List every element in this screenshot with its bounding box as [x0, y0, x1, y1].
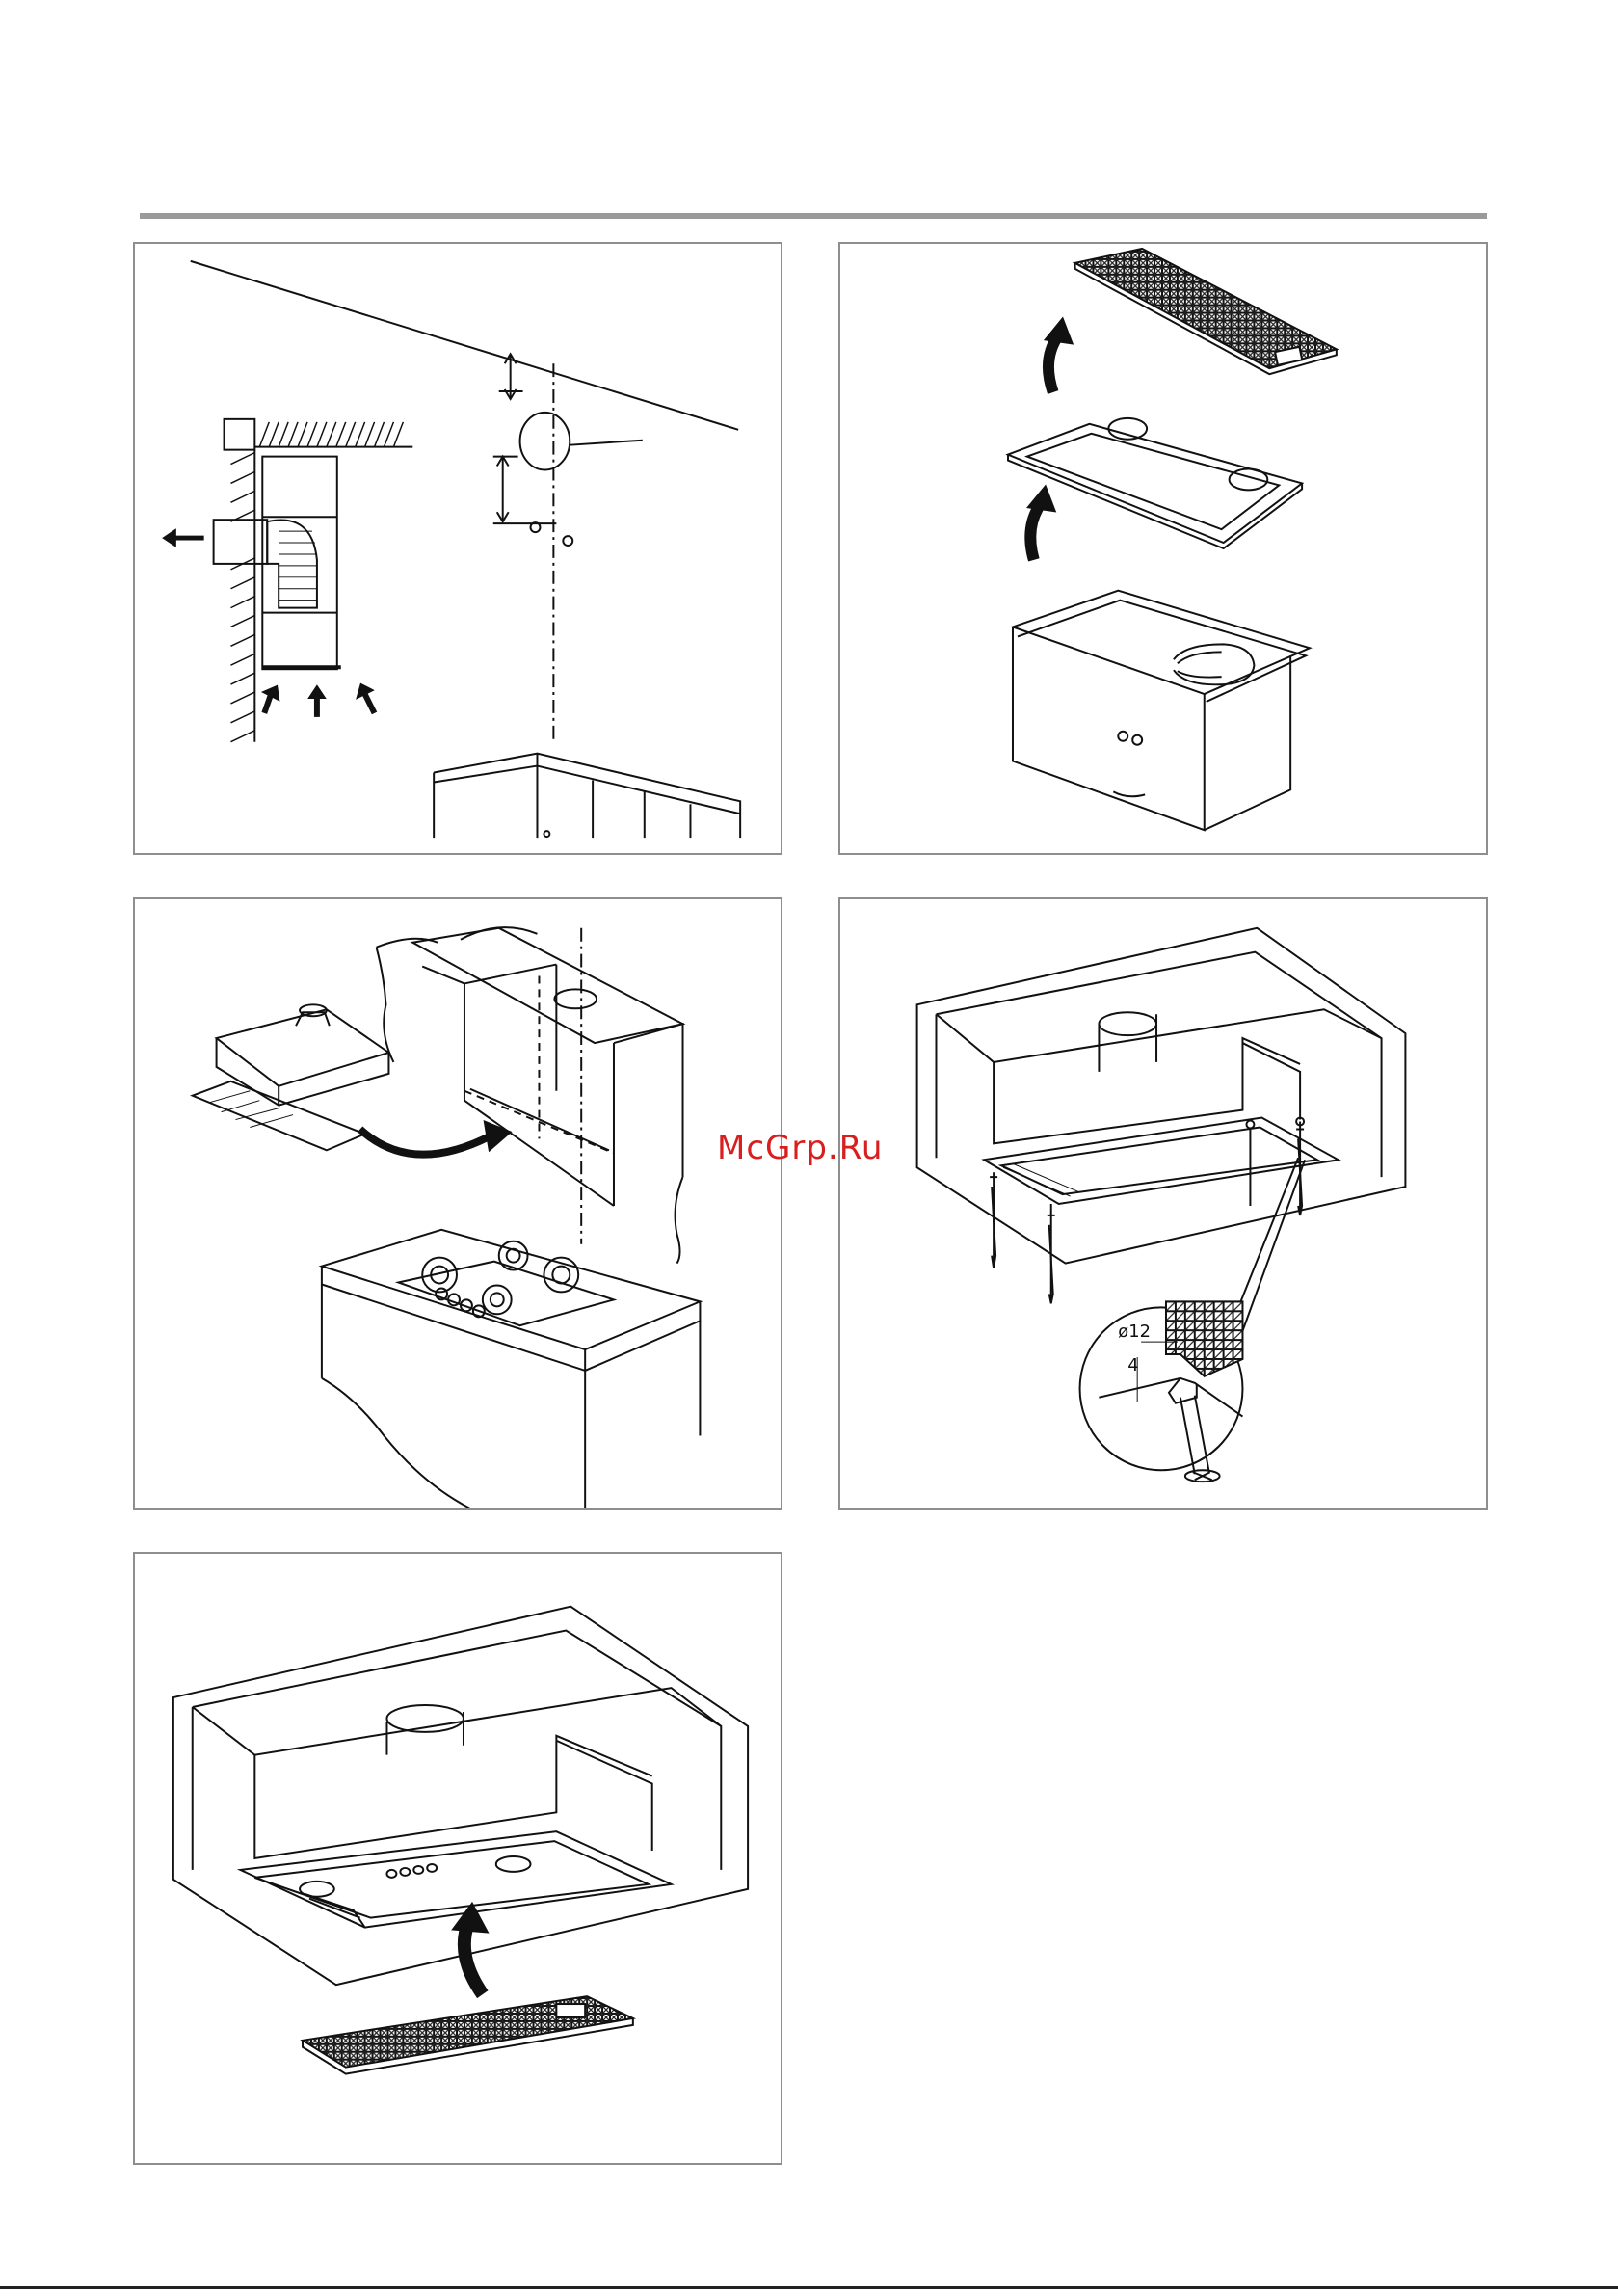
figure-filter-removal [838, 242, 1488, 855]
figure-wall-mounting [133, 242, 782, 855]
hood-insertion-drawing [135, 899, 781, 1508]
figure-filter-refitting [133, 1552, 782, 2165]
diameter-label: ø12 [1118, 1322, 1151, 1342]
filter-refitting-drawing [135, 1554, 781, 2163]
watermark: McGrp.Ru [717, 1129, 883, 1167]
figure-hood-fixing: ø12 4 [838, 897, 1488, 1510]
filter-removal-drawing [840, 244, 1486, 853]
figure-hood-insertion [133, 897, 782, 1510]
wall-mounting-drawing [135, 244, 781, 853]
page-bottom-edge [0, 2286, 1618, 2289]
header-rule [140, 213, 1487, 219]
hood-fixing-drawing: ø12 4 [840, 899, 1486, 1508]
